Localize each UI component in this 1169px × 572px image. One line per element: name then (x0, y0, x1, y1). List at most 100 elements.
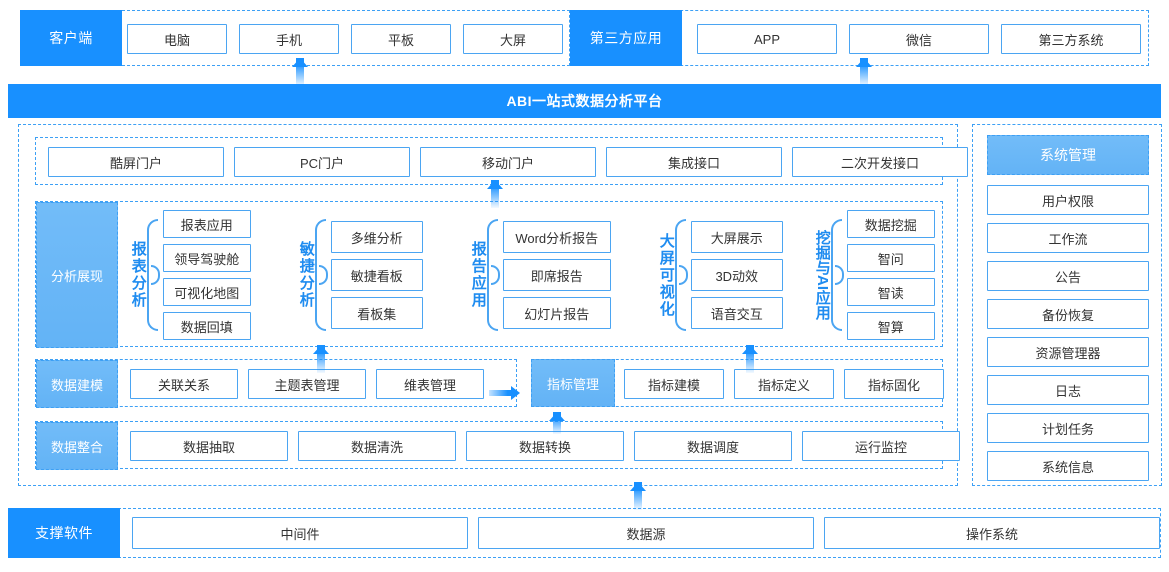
portal-row: 酷屏门户 PC门户 移动门户 集成接口 二次开发接口 (35, 137, 968, 185)
client-item-bigscreen[interactable]: 大屏 (463, 24, 563, 54)
platform-banner: ABI一站式数据分析平台 (8, 84, 1161, 118)
group-label-report-application: 报告应用 (469, 241, 487, 309)
metric-row: 指标建模 指标定义 指标固化 (531, 359, 944, 407)
arrow-metric-to-analysis-icon (742, 345, 758, 373)
analysis-row-label: 分析展现 (36, 202, 118, 348)
portal-items: 酷屏门户 PC门户 移动门户 集成接口 二次开发接口 (48, 147, 968, 177)
third-party-section-label: 第三方应用 (570, 10, 682, 66)
item-scheduled-task[interactable]: 计划任务 (987, 413, 1149, 443)
item-metric-modeling[interactable]: 指标建模 (624, 369, 724, 399)
third-party-section: 第三方应用 APP 微信 第三方系统 (570, 10, 1149, 66)
item-adhoc-report[interactable]: 即席报告 (502, 259, 611, 291)
item-data-mining[interactable]: 数据挖掘 (846, 210, 935, 238)
data-integration-items: 数据抽取 数据清洗 数据转换 数据调度 运行监控 (130, 431, 960, 461)
item-metric-solidify[interactable]: 指标固化 (844, 369, 944, 399)
group-mining-ai: 挖掘与AI应用 数据挖掘 智问 智读 智算 (814, 210, 935, 340)
item-metric-definition[interactable]: 指标定义 (734, 369, 834, 399)
arrow-modeling-to-metric-icon (489, 386, 520, 400)
third-party-item-app[interactable]: APP (697, 24, 837, 54)
system-management-items: 用户权限 工作流 公告 备份恢复 资源管理器 日志 计划任务 系统信息 (987, 185, 1149, 481)
item-system-info[interactable]: 系统信息 (987, 451, 1149, 481)
client-section: 客户端 电脑 手机 平板 大屏 (20, 10, 570, 66)
item-multidim-analysis[interactable]: 多维分析 (330, 221, 423, 253)
item-voice-interaction[interactable]: 语音交互 (690, 297, 783, 329)
item-run-monitor[interactable]: 运行监控 (802, 431, 960, 461)
item-announcement[interactable]: 公告 (987, 261, 1149, 291)
data-integration-row: 数据整合 数据抽取 数据清洗 数据转换 数据调度 运行监控 (35, 421, 960, 470)
item-data-extract[interactable]: 数据抽取 (130, 431, 288, 461)
arrow-platform-to-third-party-icon (856, 58, 872, 86)
item-datasource[interactable]: 数据源 (478, 517, 814, 549)
item-log[interactable]: 日志 (987, 375, 1149, 405)
item-dashboard-set[interactable]: 看板集 (330, 297, 423, 329)
item-workflow[interactable]: 工作流 (987, 223, 1149, 253)
brace-icon (314, 219, 326, 331)
group-items-report-analysis: 报表应用 领导驾驶舱 可视化地图 数据回填 (162, 210, 251, 340)
client-item-phone[interactable]: 手机 (239, 24, 339, 54)
arrow-integration-to-metric-icon (549, 412, 565, 434)
system-management-section: 系统管理 用户权限 工作流 公告 备份恢复 资源管理器 日志 计划任务 系统信息 (972, 124, 1162, 486)
metric-management-label: 指标管理 (531, 359, 615, 407)
system-management-label: 系统管理 (987, 135, 1149, 175)
item-slide-report[interactable]: 幻灯片报告 (502, 297, 611, 329)
item-relationship[interactable]: 关联关系 (130, 369, 238, 399)
arrow-modeling-to-analysis-icon (313, 345, 329, 373)
arrow-support-to-integration-icon (630, 482, 646, 510)
metric-items: 指标建模 指标定义 指标固化 (624, 369, 944, 399)
item-user-permission[interactable]: 用户权限 (987, 185, 1149, 215)
arrow-analysis-to-portal-icon (487, 180, 503, 208)
support-software-items: 中间件 数据源 操作系统 (132, 517, 1160, 549)
group-label-bigscreen-visual: 大屏可视化 (657, 232, 675, 318)
item-leader-cockpit[interactable]: 领导驾驶舱 (162, 244, 251, 272)
data-modeling-items: 关联关系 主题表管理 维表管理 (130, 369, 484, 399)
group-agile-analysis: 敏捷分析 多维分析 敏捷看板 看板集 (298, 210, 423, 340)
portal-item-kuping[interactable]: 酷屏门户 (48, 147, 224, 177)
item-visual-map[interactable]: 可视化地图 (162, 278, 251, 306)
group-label-mining-ai: 挖掘与AI应用 (813, 230, 831, 320)
item-bigscreen-display[interactable]: 大屏展示 (690, 221, 783, 253)
item-backup-restore[interactable]: 备份恢复 (987, 299, 1149, 329)
item-data-clean[interactable]: 数据清洗 (298, 431, 456, 461)
item-resource-manager[interactable]: 资源管理器 (987, 337, 1149, 367)
analysis-row: 分析展现 报表分析 报表应用 领导驾驶舱 可视化地图 数据回填 敏捷分析 多维分… (35, 201, 943, 348)
item-zhisuan[interactable]: 智算 (846, 312, 935, 340)
item-data-schedule[interactable]: 数据调度 (634, 431, 792, 461)
third-party-items: APP 微信 第三方系统 (697, 24, 1141, 54)
group-items-report-application: Word分析报告 即席报告 幻灯片报告 (502, 221, 611, 329)
portal-item-pc[interactable]: PC门户 (234, 147, 410, 177)
platform-container: 酷屏门户 PC门户 移动门户 集成接口 二次开发接口 分析展现 报表分析 报表应… (18, 124, 968, 486)
group-bigscreen-visual: 大屏可视化 大屏展示 3D动效 语音交互 (658, 210, 783, 340)
support-software-label: 支撑软件 (8, 508, 120, 558)
item-data-transform[interactable]: 数据转换 (466, 431, 624, 461)
brace-icon (830, 219, 842, 331)
third-party-item-wechat[interactable]: 微信 (849, 24, 989, 54)
item-data-writeback[interactable]: 数据回填 (162, 312, 251, 340)
data-modeling-row: 数据建模 关联关系 主题表管理 维表管理 (35, 359, 517, 408)
data-integration-row-label: 数据整合 (36, 422, 118, 470)
item-middleware[interactable]: 中间件 (132, 517, 468, 549)
group-label-report-analysis: 报表分析 (129, 241, 147, 309)
item-dimension-table[interactable]: 维表管理 (376, 369, 484, 399)
group-items-mining-ai: 数据挖掘 智问 智读 智算 (846, 210, 935, 340)
item-subject-table[interactable]: 主题表管理 (248, 369, 366, 399)
support-software-section: 支撑软件 中间件 数据源 操作系统 (8, 508, 1161, 558)
item-zhiwen[interactable]: 智问 (846, 244, 935, 272)
portal-item-dev-api[interactable]: 二次开发接口 (792, 147, 968, 177)
item-os[interactable]: 操作系统 (824, 517, 1160, 549)
item-agile-dashboard[interactable]: 敏捷看板 (330, 259, 423, 291)
item-word-report[interactable]: Word分析报告 (502, 221, 611, 253)
portal-item-mobile[interactable]: 移动门户 (420, 147, 596, 177)
arrow-platform-to-client-icon (292, 58, 308, 86)
client-item-pc[interactable]: 电脑 (127, 24, 227, 54)
group-report-application: 报告应用 Word分析报告 即席报告 幻灯片报告 (470, 210, 611, 340)
item-3d-animation[interactable]: 3D动效 (690, 259, 783, 291)
group-report-analysis: 报表分析 报表应用 领导驾驶舱 可视化地图 数据回填 (130, 210, 251, 340)
brace-icon (674, 219, 686, 331)
brace-icon (146, 219, 158, 331)
item-report-application[interactable]: 报表应用 (162, 210, 251, 238)
data-modeling-row-label: 数据建模 (36, 360, 118, 408)
client-item-tablet[interactable]: 平板 (351, 24, 451, 54)
portal-item-integration-api[interactable]: 集成接口 (606, 147, 782, 177)
item-zhidu[interactable]: 智读 (846, 278, 935, 306)
third-party-item-system[interactable]: 第三方系统 (1001, 24, 1141, 54)
